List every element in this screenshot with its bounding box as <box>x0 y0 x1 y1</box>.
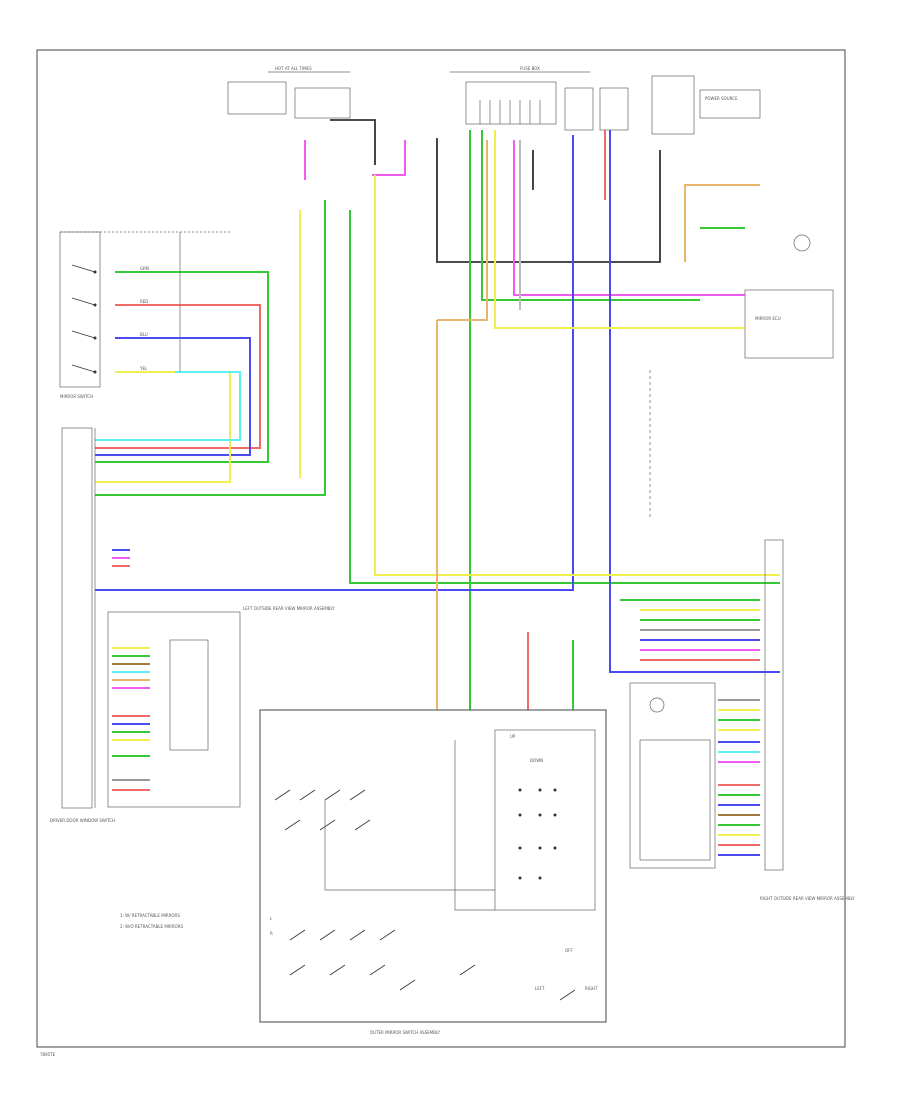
wire-orange-c <box>684 184 760 262</box>
switch-up-label: UP <box>510 734 516 739</box>
left-mirror-label: LEFT OUTSIDE REAR VIEW MIRROR ASSEMBLY <box>243 606 335 611</box>
mirror-switch-label: MIRROR SWITCH <box>60 394 93 399</box>
power-source-label: POWER SOURCE <box>705 96 738 101</box>
footer-code: 7895TE <box>40 1052 56 1057</box>
note-1: 1: W/ RETRACTABLE MIRRORS <box>120 913 180 918</box>
mirror-ecu-label: MIRROR ECU <box>755 316 781 321</box>
wire-blue-b <box>95 135 574 591</box>
wire-orange-b <box>437 140 488 321</box>
wire-green-right <box>481 130 700 301</box>
mirror-switch-block: MIRROR SWITCH GRN RED BLU YEL <box>59 231 230 399</box>
switch-left-label: LEFT <box>535 986 545 991</box>
tag-yel-a: YEL <box>139 366 148 371</box>
wire-yellow-a <box>95 371 231 483</box>
tag-red-a: RED <box>140 299 148 304</box>
wire-green-c <box>95 200 326 496</box>
switch-right-label: RIGHT <box>585 986 598 991</box>
driver-door-connector: LEFT OUTSIDE REAR VIEW MIRROR ASSEMBLY D… <box>50 427 335 823</box>
wire-green-b <box>95 271 269 463</box>
wire-yellow-right <box>494 130 745 329</box>
fuse-box-label: FUSE BOX <box>520 66 540 71</box>
tag-blu-a: BLU <box>140 332 148 337</box>
wire-black-bus <box>436 138 661 263</box>
diagram-border <box>36 49 846 1048</box>
right-mirror-block: MIRROR ECU RIGHT OUTSIDE REAR VIEW MIRRO… <box>620 234 855 901</box>
wire-blue-a <box>95 337 251 456</box>
wire-black-top-left <box>330 119 376 165</box>
wire-cyan-a <box>95 371 241 441</box>
right-mirror-label: RIGHT OUTSIDE REAR VIEW MIRROR ASSEMBLY <box>760 896 855 901</box>
driver-door-label: DRIVER DOOR WINDOW SWITCH <box>50 818 115 823</box>
wire-red-a <box>95 304 261 449</box>
wire-pink-right <box>513 140 745 296</box>
switch-down-label: DOWN <box>530 758 543 763</box>
wire-green-d <box>349 210 780 584</box>
outer-mirror-switch-assembly: OUTER MIRROR SWITCH ASSEMBLY UP DOWN LEF… <box>259 709 607 1035</box>
switch-off-label: OFF <box>565 948 573 953</box>
wire-blue-c <box>609 130 780 673</box>
note-2: 2: W/O RETRACTABLE MIRRORS <box>120 924 183 929</box>
outer-mirror-switch-label: OUTER MIRROR SWITCH ASSEMBLY <box>370 1030 441 1035</box>
fuse-block-area: HOT AT ALL TIMES FUSE BOX POWER SOURCE <box>227 66 761 135</box>
switch-r-label: R <box>270 931 273 936</box>
hot-at-all-times-label: HOT AT ALL TIMES <box>275 66 312 71</box>
wire-pink-top-b <box>372 140 406 176</box>
wire-yellow-b <box>374 175 780 576</box>
switch-l-label: L <box>270 916 273 921</box>
wire-harness <box>95 119 780 710</box>
tag-grn-a: GRN <box>140 266 149 271</box>
